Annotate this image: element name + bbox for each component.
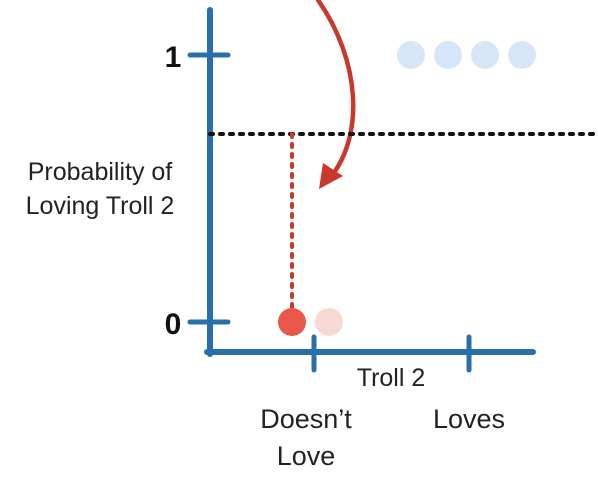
data-point [471,41,499,69]
data-points [278,41,536,336]
x-axis-label: Troll 2 [357,364,426,392]
y-axis-label-line-2: Loving Troll 2 [26,192,175,220]
category-label-doesnt-love-line-1: Doesn’t [260,404,352,434]
data-point [397,41,425,69]
curved-arrow-head [319,163,343,189]
curved-arrow [315,0,356,181]
y-tick-label-0: 0 [165,308,182,341]
y-tick-label-1: 1 [165,41,182,74]
category-label-doesnt-love-line-2: Love [277,441,336,471]
data-point [315,308,343,336]
data-point [508,41,536,69]
data-point [434,41,462,69]
data-point [278,308,306,336]
category-label-loves: Loves [433,404,505,434]
y-axis-label-line-1: Probability of [28,158,173,186]
